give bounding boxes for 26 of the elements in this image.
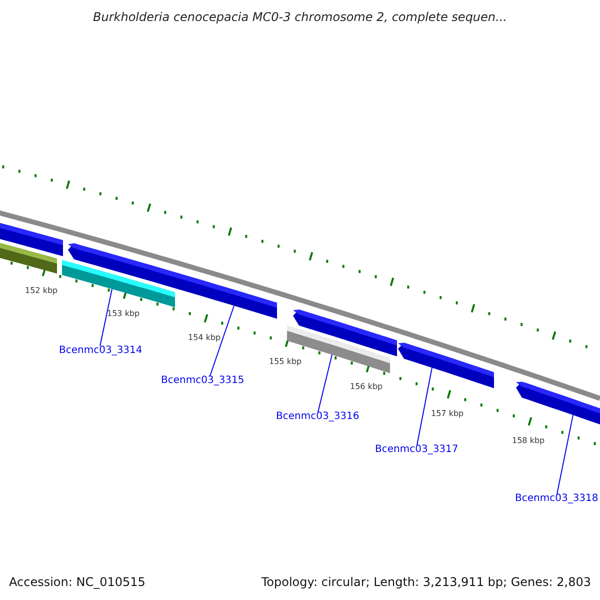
gene-feature (398, 342, 494, 388)
leader-line (210, 305, 234, 376)
leader-line (556, 414, 574, 494)
gene-feature (178, 273, 277, 319)
gene-label: Bcenmc03_3315 (161, 375, 244, 386)
gene-feature (516, 382, 600, 426)
title: Burkholderia cenocepacia MC0-3 chromosome 2, complete sequen... (93, 10, 507, 24)
gene-feature (62, 260, 175, 308)
leader-line (100, 288, 112, 346)
gene-label: Bcenmc03_3316 (276, 411, 360, 422)
footer-text: Accession: NC_010515 (9, 575, 146, 589)
gene-feature (0, 241, 57, 274)
leader-line (416, 367, 432, 446)
scale-label: 157 kbp (431, 408, 464, 418)
scale-label: 158 kbp (512, 436, 545, 445)
scale-label: 153 kbp (107, 309, 140, 318)
scale-label: 155 kbp (269, 357, 302, 366)
scale-label: 154 kbp (188, 332, 221, 342)
gene-label: Bcenmc03_3314 (59, 345, 142, 356)
footer-text: Topology: circular; Length: 3,213,911 bp; Genes: 2,803 (261, 575, 591, 589)
scale-label: 152 kbp (25, 286, 58, 295)
leader-line (318, 354, 332, 412)
gene-label: Bcenmc03_3318 (515, 493, 598, 504)
gene-feature (293, 310, 397, 356)
gene-label: Bcenmc03_3317 (375, 444, 458, 455)
scale-label: 156 kbp (350, 382, 383, 392)
